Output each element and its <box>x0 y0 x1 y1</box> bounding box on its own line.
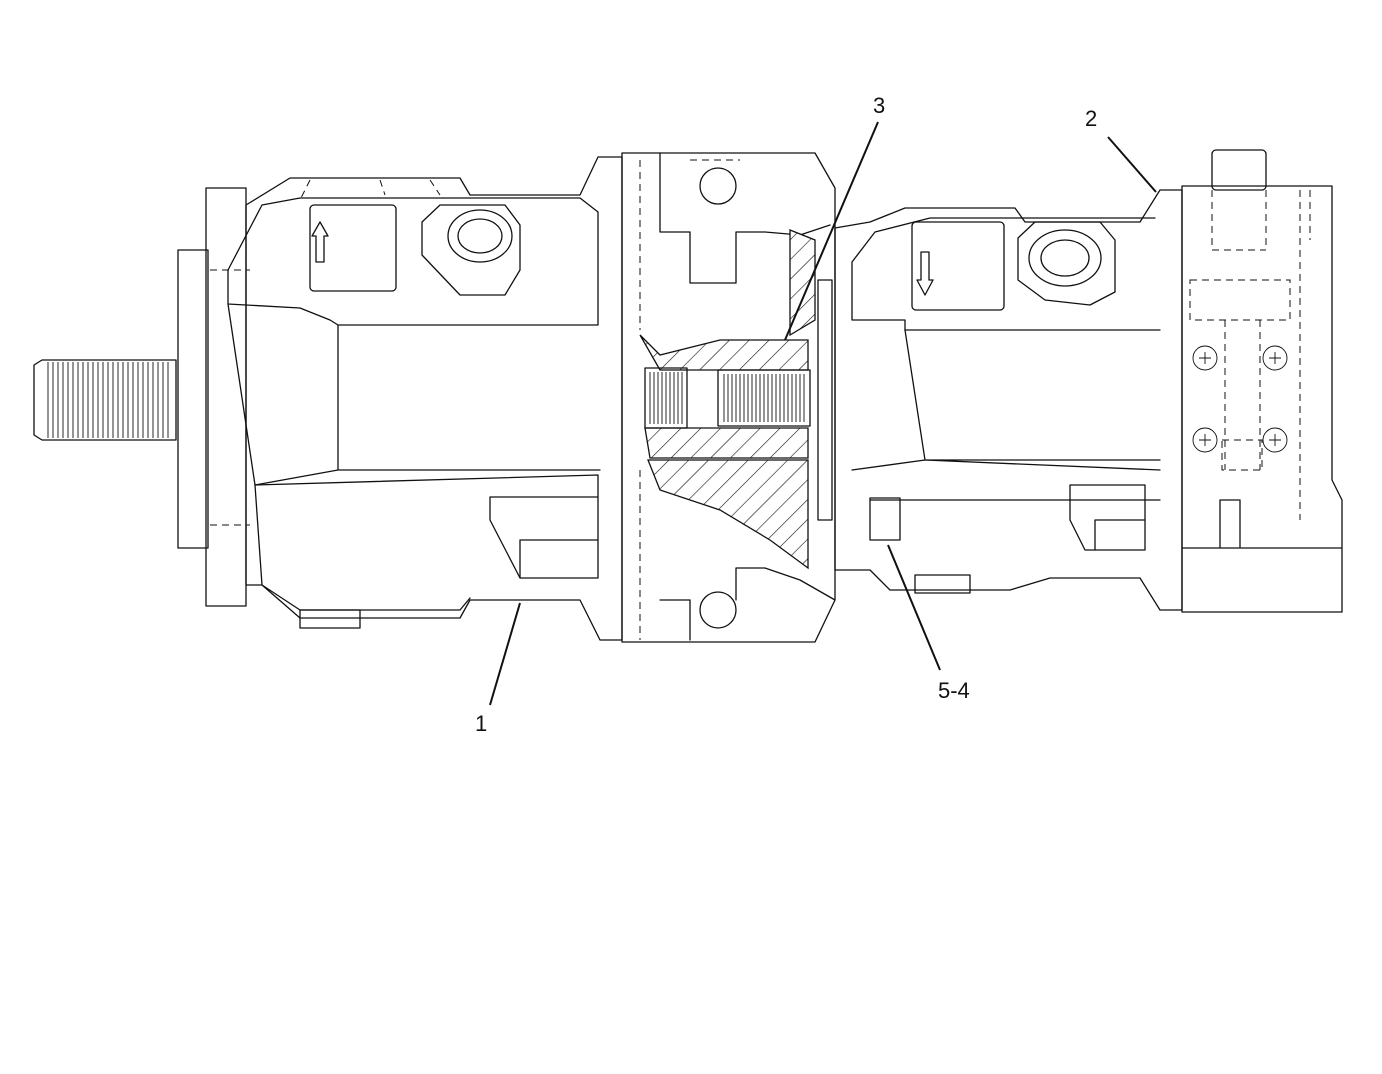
callout-5-4: 5-4 <box>938 678 970 703</box>
regulator-block <box>1181 149 1343 613</box>
callout-3: 3 <box>873 93 885 118</box>
drive-shaft <box>33 359 177 441</box>
center-section <box>621 152 836 643</box>
leader-1 <box>489 602 521 706</box>
rear-pump-housing <box>834 189 1183 611</box>
mounting-flange <box>177 187 250 607</box>
callout-1: 1 <box>475 711 487 736</box>
leader-3 <box>784 121 879 341</box>
leader-lines <box>489 121 1157 706</box>
leader-2 <box>1107 136 1157 193</box>
front-pump-housing <box>227 156 623 641</box>
leader-5-4 <box>887 544 941 671</box>
callout-2: 2 <box>1085 106 1097 131</box>
